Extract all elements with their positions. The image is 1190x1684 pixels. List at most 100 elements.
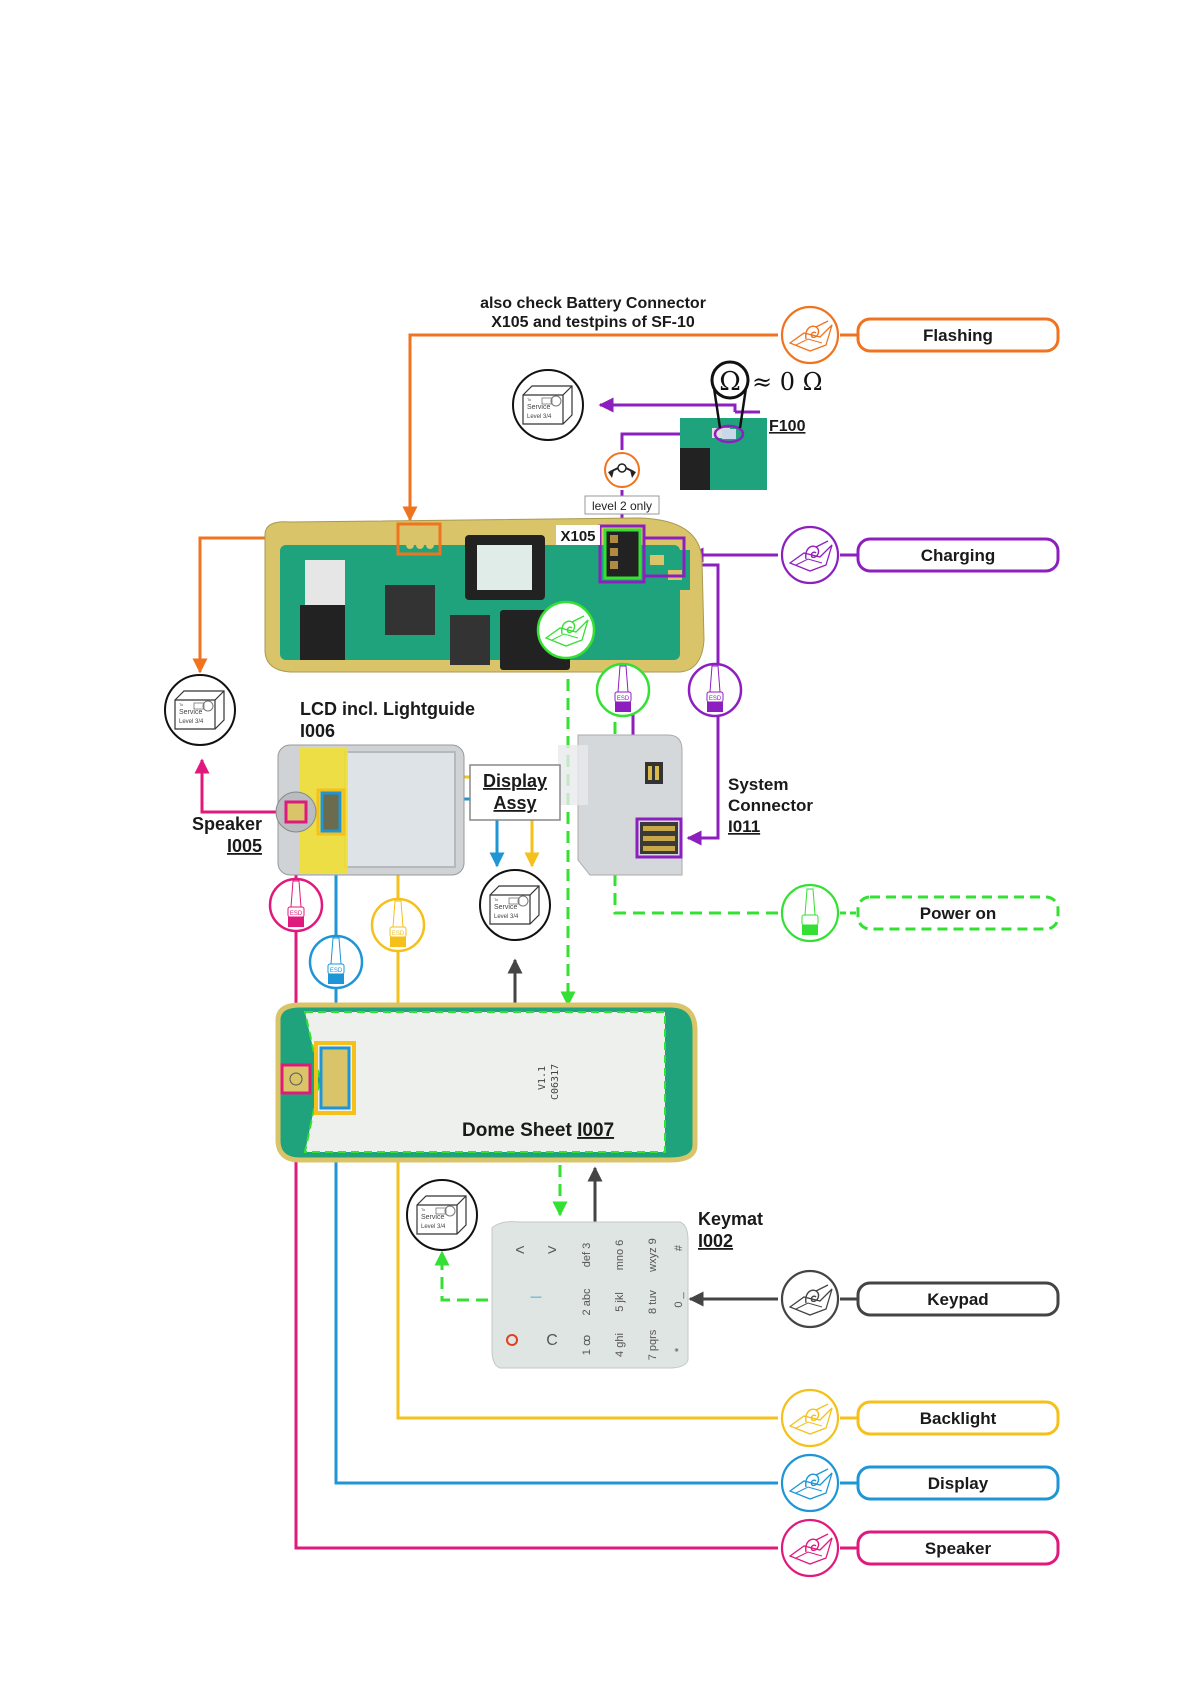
dome-connector-display-highlight (319, 1046, 351, 1110)
svg-text:To: To (179, 702, 184, 707)
svg-text:To: To (494, 897, 499, 902)
charging-pad-highlight (642, 536, 686, 578)
svg-text:Service: Service (421, 1214, 444, 1221)
service-box-flashing: To Service Level 3/4 (164, 674, 236, 746)
keymat-id: I002 (698, 1231, 733, 1251)
x105-label-bg (556, 525, 600, 545)
testpins-highlight (396, 522, 442, 556)
dome-print-1: V1.1 (537, 1066, 548, 1090)
keymat-key: wxyz 9 (647, 1238, 659, 1273)
hand-on-book-icon (780, 1388, 840, 1448)
system-connector-label-1: System (728, 775, 788, 794)
keymat-key: 2 abc (581, 1288, 593, 1315)
fault-category-power-on[interactable]: Power on (780, 883, 1060, 943)
fault-category-backlight[interactable]: Backlight (780, 1388, 1060, 1448)
fault-category-display[interactable]: Display (780, 1453, 1060, 1513)
rf-shield (305, 560, 345, 605)
keymat-key: < (515, 1242, 524, 1259)
svg-text:Level 3/4: Level 3/4 (494, 914, 519, 920)
svg-text:Service: Service (527, 404, 550, 411)
lcd-label: LCD incl. Lightguide (300, 699, 475, 719)
keymat-key: 0 _ (673, 1291, 685, 1307)
category-pill[interactable] (856, 1281, 1060, 1317)
category-label: Power on (920, 904, 997, 923)
hand-on-book-icon (780, 305, 840, 365)
keymat-key: 7 pqrs (647, 1329, 659, 1360)
speaker-pad-highlight (280, 1063, 312, 1095)
svg-text:Level 3/4: Level 3/4 (421, 1224, 446, 1230)
category-pill[interactable] (856, 1400, 1060, 1436)
svg-text:ESD: ESD (709, 696, 722, 702)
category-pill[interactable] (856, 537, 1060, 573)
fault-category-charging[interactable]: Charging (780, 525, 1060, 585)
lcd-id: I006 (300, 721, 335, 741)
power-key-icon (506, 1334, 518, 1346)
category-pill[interactable] (856, 317, 1060, 353)
battery-note-line1: also check Battery Connector (480, 295, 706, 312)
ohm-reading: ≈ 0 Ω (752, 368, 823, 396)
dome-sheet-label: Dome Sheet I007 (462, 1120, 614, 1141)
category-pill[interactable] (856, 1465, 1060, 1501)
keymat-key: mno 6 (614, 1240, 626, 1271)
keymat-key: > (547, 1242, 556, 1259)
svg-text:ESD: ESD (392, 931, 405, 937)
battery-note-line2: X105 and testpins of SF-10 (491, 314, 695, 331)
hand-on-book-icon (780, 1269, 840, 1329)
svg-text:ESD: ESD (290, 911, 303, 917)
fuse-label: F100 (769, 418, 806, 435)
hand-on-book-icon (780, 525, 840, 585)
fault-category-keypad[interactable]: Keypad (780, 1269, 1060, 1329)
category-pill[interactable] (856, 1530, 1060, 1566)
fault-category-flashing[interactable]: Flashing (780, 305, 1060, 365)
system-connector-label-2: Connector (728, 796, 813, 815)
category-pill[interactable] (856, 895, 1060, 931)
service-box-keymat: To Service Level 3/4 (406, 1179, 478, 1251)
level2-badge (584, 495, 660, 515)
esd-icon-display: ESD (308, 934, 364, 990)
svg-text:Level 3/4: Level 3/4 (527, 414, 552, 420)
display-assy-box (469, 764, 561, 821)
system-connector-id: I011 (728, 817, 760, 836)
ohm-probe-icon: Ω (710, 360, 750, 429)
chip-label (477, 545, 532, 590)
esd-icon-charging: ESD (687, 662, 743, 718)
main-pcb: X105 (264, 517, 705, 673)
level2-label: level 2 only (592, 499, 652, 513)
keymat-key: 5 jkl (614, 1292, 626, 1312)
svg-text:ESD: ESD (330, 968, 343, 974)
hand-on-book-icon (780, 1453, 840, 1513)
display-assy-label-1: Display (483, 771, 547, 791)
category-label: Charging (921, 546, 996, 565)
keymat-key: 1 ꝏ (581, 1335, 593, 1355)
category-label: Backlight (920, 1409, 997, 1428)
fault-category-speaker[interactable]: Speaker (780, 1518, 1060, 1578)
ohmmeter-icon (604, 452, 640, 488)
svg-text:To: To (527, 397, 532, 402)
category-label: Speaker (925, 1539, 992, 1558)
hand-on-book-icon (780, 1518, 840, 1578)
keymat-key: 4 ghi (614, 1333, 626, 1357)
svg-text:To: To (421, 1207, 426, 1212)
lcd-module (275, 744, 465, 876)
keymat-key: def 3 (581, 1243, 593, 1267)
svg-text:Service: Service (179, 709, 202, 716)
chip-u4 (450, 615, 490, 665)
ohm-symbol: Ω (719, 367, 741, 397)
keymat-key: # (673, 1244, 685, 1251)
esd-icon-speaker: ESD (268, 877, 324, 933)
fuse-f100-closeup (680, 418, 767, 490)
speaker-contact-highlight (284, 800, 308, 824)
chip-u1 (300, 605, 345, 660)
keymat-key: — (531, 1291, 542, 1303)
keymat-label: Keymat (698, 1209, 763, 1229)
keymat-key: * (673, 1347, 685, 1352)
esd-icon-backlight: ESD (370, 897, 426, 953)
svg-text:Level 3/4: Level 3/4 (179, 719, 204, 725)
lcd-connector-display-highlight (320, 791, 342, 833)
lcd-connector-backlight-highlight (316, 788, 346, 836)
service-box-f100: To Service Level 3/4 (512, 369, 584, 441)
keymat-key: 8 tuv (647, 1290, 659, 1314)
